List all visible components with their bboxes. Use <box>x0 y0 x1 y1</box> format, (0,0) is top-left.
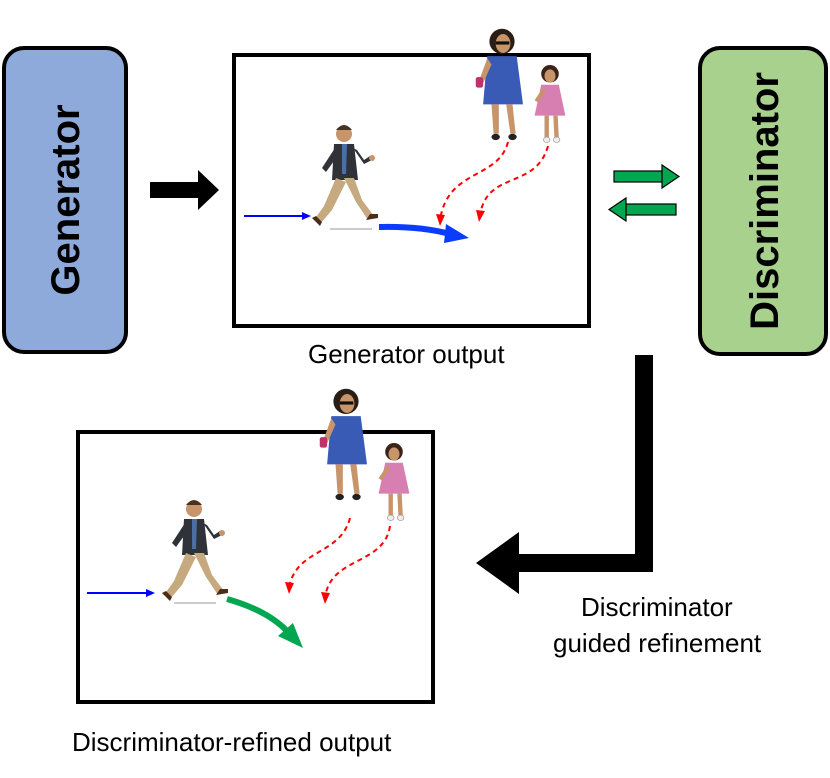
arrow-left-icon <box>607 196 677 223</box>
observed-path-arrow <box>87 589 155 597</box>
discriminator-box <box>698 46 828 356</box>
observed-path-arrow <box>244 212 311 220</box>
generator-output-caption: Generator output <box>308 339 505 369</box>
discriminator-label: Discriminator <box>743 72 787 330</box>
others-path-arrows <box>436 141 549 226</box>
exchange-arrows <box>607 163 681 223</box>
generator-label: Generator <box>44 104 88 295</box>
generator-output-panel <box>232 28 591 328</box>
refined-path-arrow <box>226 596 303 648</box>
generator-to-output-arrow <box>150 170 219 210</box>
others-path-arrows <box>285 517 391 604</box>
refinement-caption-line2: guided refinement <box>553 628 762 658</box>
predicted-path-arrow <box>378 223 469 243</box>
refined-output-panel <box>76 388 435 704</box>
refinement-arrow <box>476 355 653 594</box>
refinement-caption-line1: Discriminator <box>581 592 733 622</box>
generator-box <box>2 46 128 354</box>
arrow-right-icon <box>613 163 681 190</box>
refined-output-caption: Discriminator-refined output <box>72 727 392 757</box>
